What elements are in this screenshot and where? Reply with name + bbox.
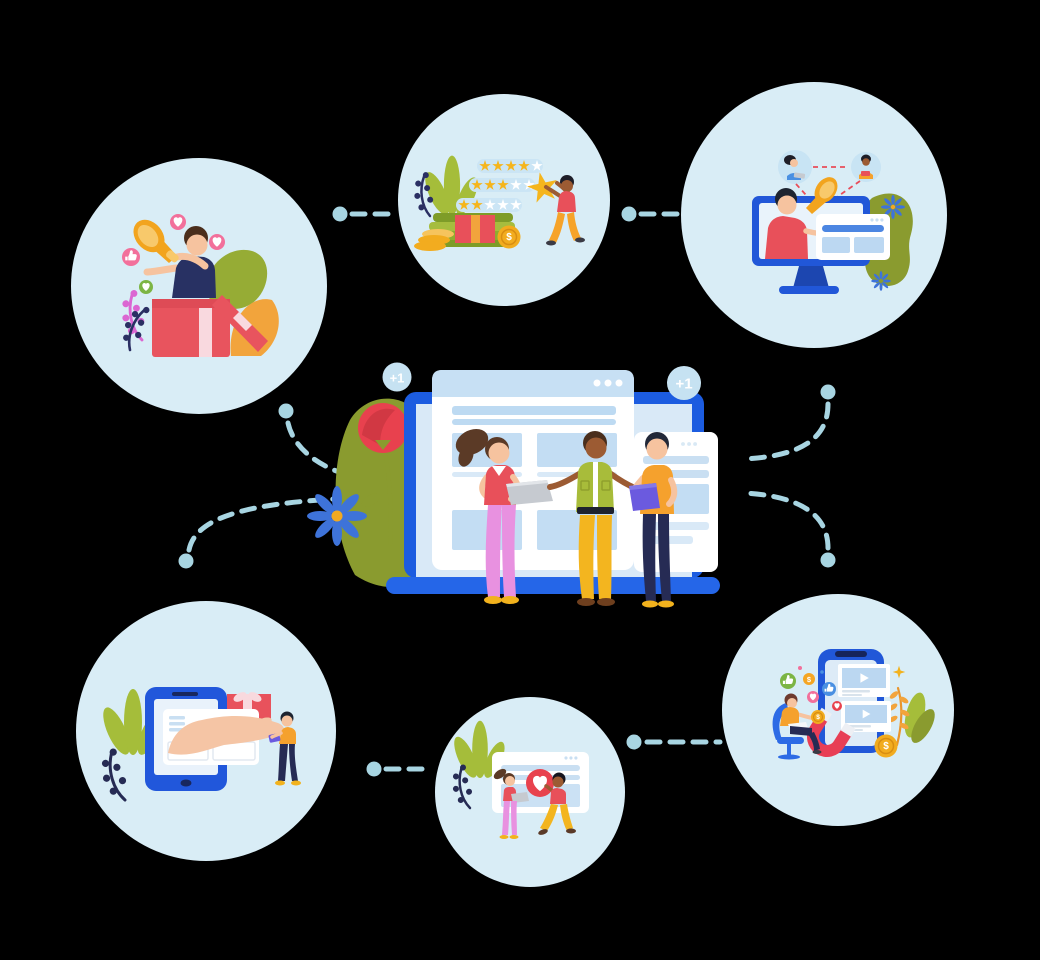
person-man-right [629, 432, 678, 608]
torso [279, 727, 296, 744]
plus-one-label: +1 [675, 376, 692, 393]
share-links [795, 166, 861, 198]
home-button [180, 779, 192, 787]
head [585, 437, 607, 459]
plus-one-badge-left: +1 [382, 362, 412, 392]
rating-bars [456, 159, 543, 212]
gift-box [152, 295, 268, 357]
torso [557, 191, 576, 212]
dollar-sign: $ [506, 232, 512, 243]
head [186, 234, 208, 256]
tablet-purple [629, 483, 660, 511]
person-with-star [524, 169, 585, 246]
window-dots [593, 379, 623, 387]
reward-stack: $ [414, 213, 521, 251]
laptop-gray [506, 480, 553, 505]
connector-tr-center [741, 401, 831, 462]
head [787, 698, 797, 708]
node-announcement-gift-box [71, 158, 327, 414]
connector-center-br [741, 490, 831, 551]
avatar-bubbles [778, 150, 881, 198]
dollar-icon [803, 673, 815, 685]
reaction-icons [122, 214, 225, 294]
chair-seat [777, 737, 804, 744]
connector-dots [178, 206, 836, 777]
node-star-ratings-rewards: $ [398, 94, 610, 306]
arm-right [173, 252, 209, 270]
smartphone [818, 649, 891, 753]
customer [268, 711, 301, 786]
video-card [838, 664, 890, 697]
node-gift-delivery-tablet [76, 601, 336, 861]
dollar-sign: $ [816, 714, 820, 721]
head [488, 442, 510, 464]
plus-one-label: +1 [390, 371, 405, 386]
man-small [538, 772, 576, 835]
foliage [888, 665, 935, 747]
avatar [851, 152, 881, 182]
head [646, 438, 668, 460]
giving-hand [168, 716, 284, 755]
torso [484, 465, 516, 505]
social-bubbles: $ $ [780, 666, 842, 724]
node-screen-broadcast [681, 82, 947, 348]
node-team-referral: +1 +1 [307, 362, 720, 608]
flower-blue-daisy [307, 486, 367, 546]
leaf [207, 249, 268, 310]
arm-left [143, 264, 180, 276]
torso [550, 788, 566, 804]
gold-coin: $ [874, 734, 898, 758]
dollar-sign: $ [807, 675, 812, 684]
head [777, 195, 797, 215]
browser-card [816, 214, 890, 260]
head [552, 776, 564, 788]
node-lead-magnet-phone: $ $ $ [722, 594, 954, 826]
dollar-sign: $ [883, 741, 889, 752]
head [281, 715, 293, 727]
head [505, 776, 515, 786]
flower-red [358, 403, 408, 546]
megaphone [133, 219, 179, 263]
torso [780, 707, 799, 726]
laptop-gray [511, 792, 529, 803]
torso [765, 216, 808, 259]
heart-like-button [526, 769, 554, 797]
window-dots [681, 442, 698, 446]
woman-small [493, 768, 529, 839]
node-like-engagement [435, 697, 625, 887]
plus-one-badge-right: +1 [667, 366, 701, 400]
person-woman [455, 428, 553, 604]
seated-customer [772, 693, 822, 760]
person-man-center [547, 431, 640, 606]
belt [577, 507, 614, 514]
window-dots [564, 756, 578, 760]
